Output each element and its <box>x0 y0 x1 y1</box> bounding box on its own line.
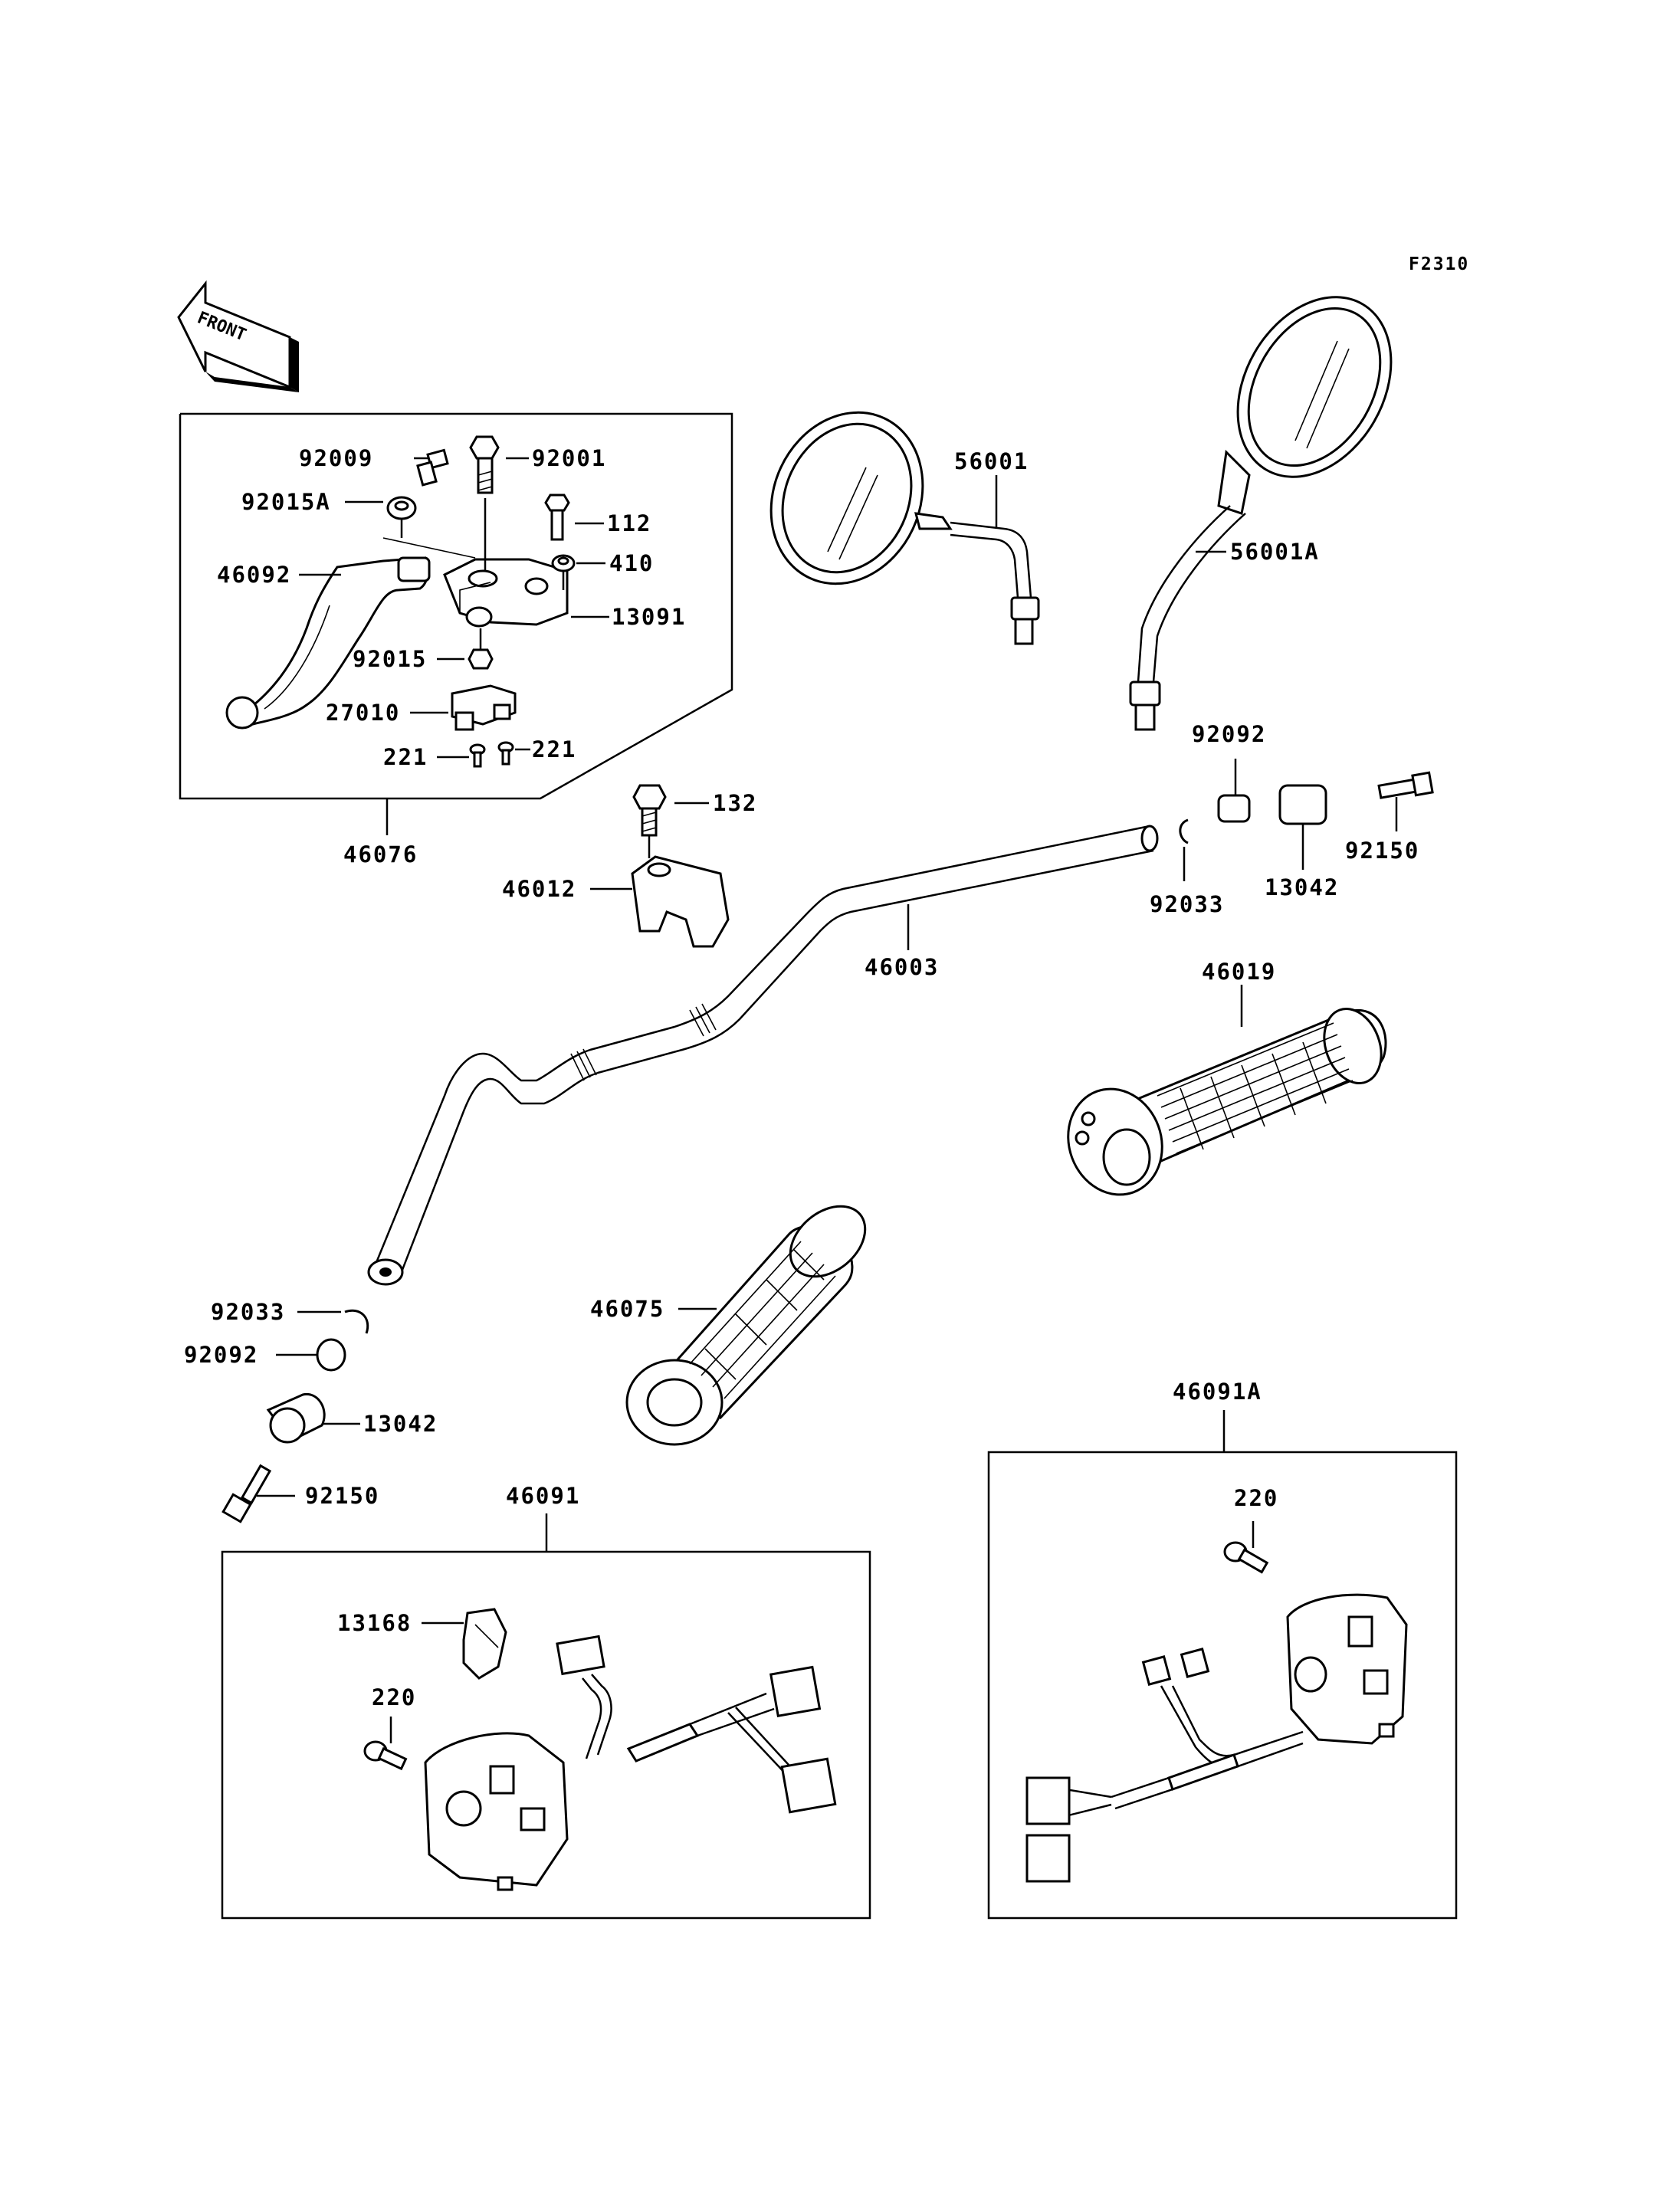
label-92033-left: 92033 <box>211 1299 285 1325</box>
mirror-right-56001A <box>1129 296 1393 731</box>
label-46091: 46091 <box>506 1483 580 1509</box>
label-46075: 46075 <box>590 1296 664 1322</box>
grip-46075 <box>625 1205 867 1446</box>
label-13091: 13091 <box>612 604 686 630</box>
screw-220-left <box>363 1717 408 1771</box>
label-13042-right: 13042 <box>1265 874 1339 900</box>
screw-112 <box>544 494 570 541</box>
label-56001A: 56001A <box>1230 539 1320 565</box>
front-arrow-icon: FRONT <box>177 280 299 392</box>
bolt-132 <box>632 784 667 858</box>
label-13168: 13168 <box>337 1610 412 1636</box>
holder-46012 <box>631 855 730 948</box>
label-46092: 46092 <box>217 562 291 588</box>
weight-13042-left <box>266 1392 360 1444</box>
screw-221-b <box>497 741 514 766</box>
diagram-ref: F2310 <box>1409 254 1469 274</box>
weight-13042-right <box>1278 784 1327 870</box>
label-220-left: 220 <box>372 1684 416 1710</box>
screw-221-a <box>469 743 486 768</box>
label-46019: 46019 <box>1202 959 1276 985</box>
weight-92092-left <box>276 1338 346 1372</box>
label-46012: 46012 <box>502 876 576 902</box>
clip-92033-left <box>297 1309 369 1334</box>
handlebar-46003 <box>367 825 1159 1286</box>
label-132: 132 <box>713 790 757 816</box>
mirror-left-56001 <box>769 411 1040 645</box>
clutch-lever <box>241 556 429 726</box>
lever-bracket <box>443 558 569 626</box>
label-410: 410 <box>609 550 654 576</box>
switch-box-46091 <box>221 1513 871 1920</box>
lever-assembly-box: 46076 92009 92001 <box>179 412 733 867</box>
handlebar-switch-right <box>1286 1593 1408 1745</box>
label-112: 112 <box>607 510 651 536</box>
handlebar-switch-left <box>424 1732 569 1891</box>
bolt-92150-right <box>1377 771 1434 831</box>
label-221-b: 221 <box>532 736 576 762</box>
label-46003: 46003 <box>865 954 939 980</box>
bolt-92009 <box>416 448 449 487</box>
nut-410 <box>551 554 576 590</box>
pivot-bolt-92001 <box>469 435 500 571</box>
switch-27010 <box>451 684 517 731</box>
label-92150-right: 92150 <box>1345 838 1419 864</box>
nut-92015 <box>468 628 494 670</box>
label-46076: 46076 <box>343 841 418 867</box>
label-92015: 92015 <box>353 646 427 672</box>
label-27010: 27010 <box>326 700 400 726</box>
label-92092-left: 92092 <box>184 1342 258 1368</box>
label-221-a: 221 <box>383 744 428 770</box>
bolt-92150-left <box>221 1464 295 1523</box>
nut-92015A <box>386 496 417 538</box>
switch-box-46091A <box>987 1410 1458 1920</box>
label-56001: 56001 <box>954 448 1029 474</box>
clamp-13168 <box>462 1608 507 1680</box>
label-13042-left: 13042 <box>363 1411 438 1437</box>
weight-92092-right <box>1217 759 1251 823</box>
label-92033-right: 92033 <box>1150 891 1224 917</box>
label-46091A: 46091A <box>1173 1379 1262 1405</box>
label-92001: 92001 <box>532 445 606 471</box>
label-220-right: 220 <box>1234 1485 1278 1511</box>
label-92092-right: 92092 <box>1192 721 1266 747</box>
label-92009: 92009 <box>299 445 373 471</box>
grip-46019 <box>1067 1008 1387 1196</box>
label-92150-left: 92150 <box>305 1483 379 1509</box>
clip-92033-right <box>1179 818 1189 881</box>
label-92015A: 92015A <box>241 489 331 515</box>
screw-220-right <box>1223 1521 1269 1574</box>
